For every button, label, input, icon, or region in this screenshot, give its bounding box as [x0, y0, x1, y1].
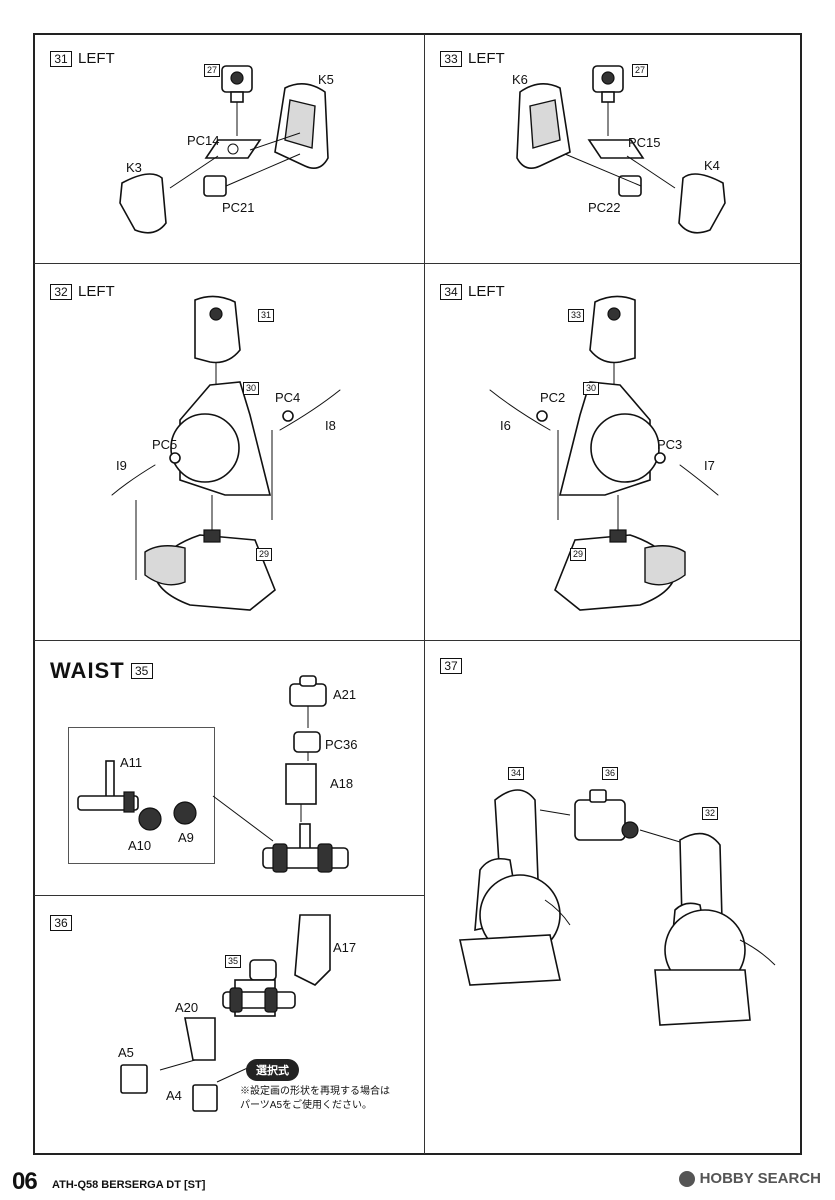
step-title: LEFT [78, 50, 115, 67]
step-36-illustration [120, 914, 331, 1112]
ref-30: 30 [243, 382, 260, 395]
label-pc15: PC15 [628, 135, 661, 150]
label-pc2: PC2 [540, 390, 566, 405]
step-title: LEFT [78, 283, 115, 300]
label-pc21: PC21 [222, 200, 255, 215]
label-pc14: PC14 [187, 133, 220, 148]
ref-29: 29 [570, 548, 587, 561]
divider-row-1 [34, 263, 801, 264]
step-37-header: 37 [440, 658, 462, 674]
ref-27: 27 [632, 64, 649, 77]
step-34-header: 34 LEFT [440, 283, 505, 300]
label-a5: A5 [118, 1045, 134, 1060]
usage-note: ※設定画の形状を再現する場合は パーツA5をご使用ください。 [240, 1085, 390, 1113]
selection-badge: 選択式 [246, 1059, 299, 1081]
label-a4: A4 [166, 1088, 182, 1103]
waist-header: WAIST 35 [50, 658, 153, 684]
label-pc4: PC4 [275, 390, 301, 405]
step-32-header: 32 LEFT [50, 283, 115, 300]
step-33-illustration [516, 65, 726, 234]
step-34-illustration [489, 295, 719, 611]
label-i9: I9 [116, 458, 127, 473]
label-a11: A11 [120, 755, 143, 770]
ref-31: 31 [258, 309, 275, 322]
label-i6: I6 [500, 418, 511, 433]
step-number: 31 [50, 50, 72, 67]
label-a17: A17 [333, 940, 357, 955]
step-33-header: 33 LEFT [440, 50, 505, 67]
ref-32: 32 [702, 807, 719, 820]
label-k5: K5 [318, 72, 334, 87]
label-i7: I7 [704, 458, 715, 473]
label-a9: A9 [178, 830, 194, 845]
note-line-1: ※設定画の形状を再現する場合は [240, 1086, 390, 1097]
label-pc5: PC5 [152, 437, 178, 452]
ref-29: 29 [256, 548, 273, 561]
ref-34: 34 [508, 767, 525, 780]
ref-30: 30 [583, 382, 600, 395]
ref-33: 33 [568, 309, 585, 322]
label-a18: A18 [330, 776, 354, 791]
label-a10: A10 [128, 838, 152, 853]
ref-36: 36 [602, 767, 619, 780]
watermark: HOBBY SEARCH [678, 1170, 821, 1187]
page-number: 06 [12, 1168, 38, 1195]
step-number: 37 [440, 658, 462, 674]
step-37-illustration [459, 789, 776, 1026]
brand-icon [678, 1170, 695, 1187]
divider-row-3 [34, 895, 424, 896]
ref-27: 27 [204, 64, 221, 77]
divider-vertical [424, 34, 425, 1154]
step-32-illustration [111, 295, 341, 611]
label-pc3: PC3 [657, 437, 683, 452]
brand-name: HOBBY SEARCH [699, 1170, 821, 1187]
waist-illustration [77, 675, 349, 873]
option-detail-box [68, 727, 215, 864]
label-a21: A21 [333, 687, 357, 702]
step-31-header: 31 LEFT [50, 50, 115, 67]
label-i8: I8 [325, 418, 336, 433]
divider-row-2 [34, 640, 801, 641]
note-line-2: パーツA5をご使用ください。 [240, 1100, 373, 1111]
ref-35: 35 [225, 955, 242, 968]
page-frame [33, 33, 802, 1155]
step-number: 34 [440, 283, 462, 300]
step-36-header: 36 [50, 915, 72, 931]
label-k4: K4 [704, 158, 720, 173]
step-title: LEFT [468, 283, 505, 300]
label-pc36: PC36 [325, 737, 358, 752]
step-number: 32 [50, 283, 72, 300]
label-k3: K3 [126, 160, 142, 175]
step-number: 36 [50, 915, 72, 931]
step-number: 33 [440, 50, 462, 67]
footer-title: ATH-Q58 BERSERGA DT [ST] [52, 1179, 206, 1191]
label-a20: A20 [175, 1000, 199, 1015]
label-k6: K6 [512, 72, 528, 87]
step-title: LEFT [468, 50, 505, 67]
waist-title: WAIST [50, 658, 125, 683]
step-31-illustration [119, 65, 329, 234]
label-pc22: PC22 [588, 200, 621, 215]
step-number: 35 [130, 663, 153, 679]
